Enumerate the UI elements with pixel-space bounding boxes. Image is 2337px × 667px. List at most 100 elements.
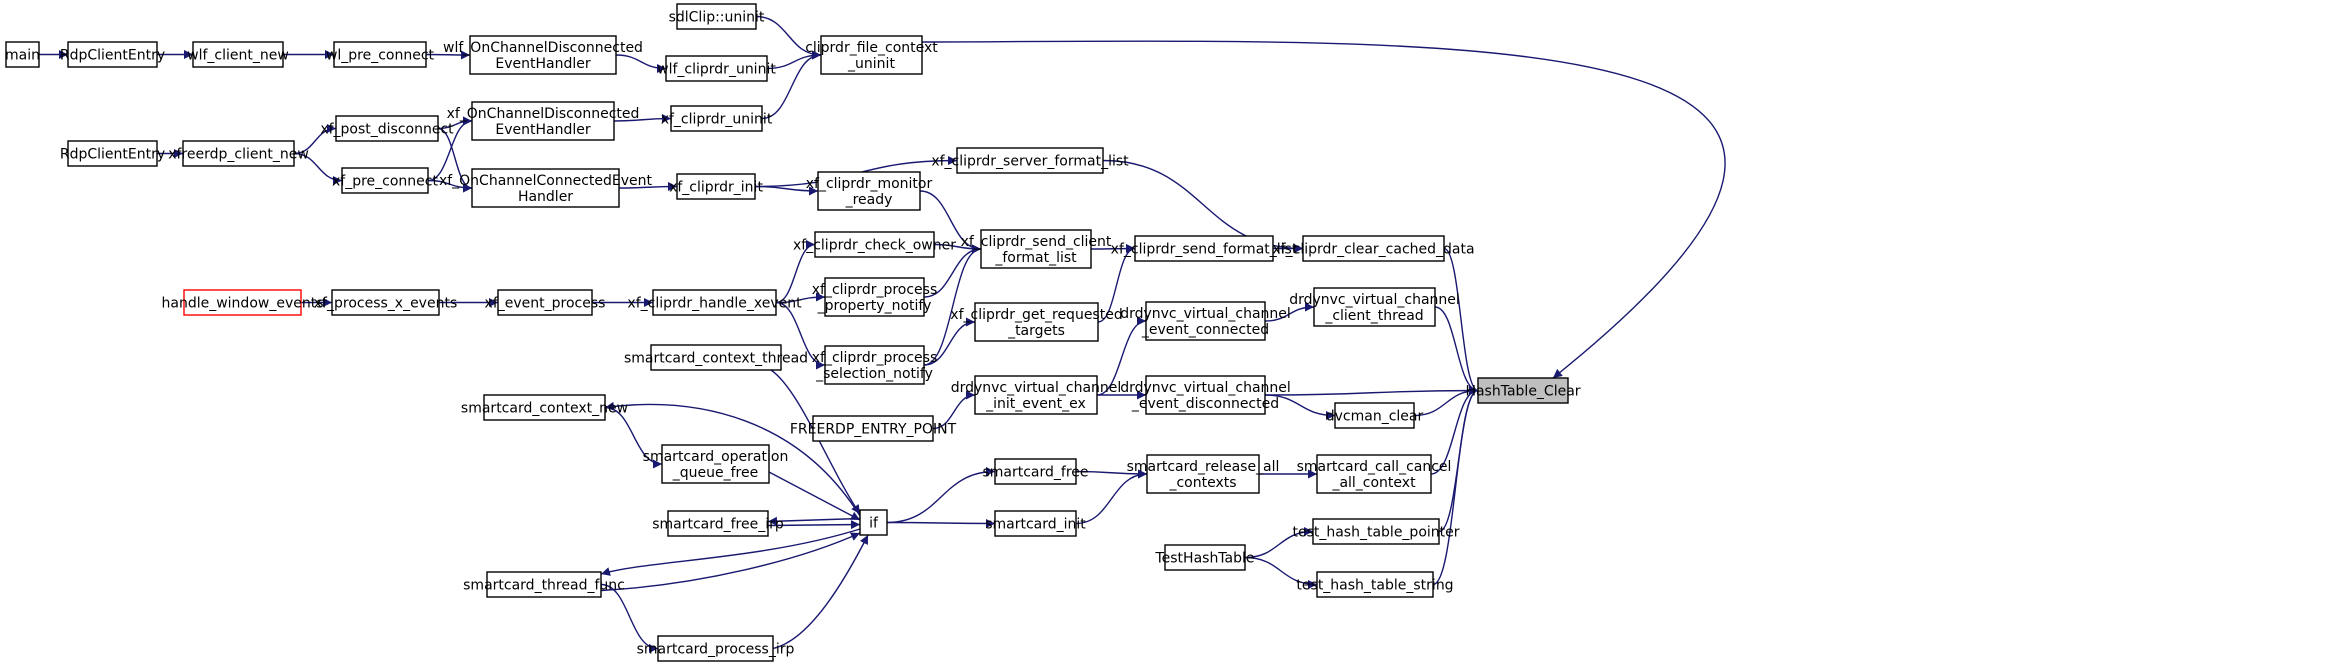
- node-if[interactable]: if: [859, 509, 888, 536]
- node-hashtable-clear[interactable]: HashTable_Clear: [1465, 377, 1581, 404]
- node-smartcard-init[interactable]: smartcard_init: [985, 510, 1086, 537]
- node-xf-pre-connect[interactable]: xf_pre_connect: [332, 167, 438, 194]
- node-rdpcliententry-2[interactable]: RdpClientEntry: [60, 140, 165, 167]
- node-test-hash-table-pointer[interactable]: test_hash_table_pointer: [1292, 518, 1460, 545]
- node-smartcard-context-new[interactable]: smartcard_context_new: [461, 394, 628, 421]
- node-box: [650, 344, 782, 371]
- node-label: wlf_cliprdr_uninit: [657, 62, 776, 78]
- node-box: [5, 41, 40, 68]
- node-label: FREERDP_ENTRY_POINT: [790, 422, 957, 438]
- node-box: [657, 635, 774, 662]
- edge-wl_pre_connect-to-wlf_OnChannelDisconnectedEventHandler: [425, 50, 471, 60]
- node-box: [1145, 375, 1266, 415]
- node-label: handle_window_events: [162, 296, 324, 312]
- node-wlf-client-new[interactable]: wlf_client_new: [187, 41, 289, 68]
- edge-smartcard_operation_queue_free-to-if: [768, 471, 861, 521]
- node-label: xf_event_process: [485, 296, 606, 312]
- node-drdynvc-virtual-channel-event-connected[interactable]: drdynvc_virtual_channel_event_connected: [1120, 301, 1291, 341]
- node-box: [814, 231, 935, 258]
- node-xf-process-x-events[interactable]: xf_process_x_events: [314, 289, 457, 316]
- node-label: drdynvc_virtual_channel: [1120, 380, 1291, 396]
- node-testhashtable[interactable]: TestHashTable: [1154, 544, 1255, 571]
- node-main[interactable]: main: [5, 41, 40, 68]
- node-label: smartcard_init: [985, 517, 1086, 533]
- node-label: xf_post_disconnect: [320, 122, 454, 138]
- node-smartcard-context-thread[interactable]: smartcard_context_thread: [624, 344, 808, 371]
- node-label: _property_notify: [817, 298, 932, 314]
- node-smartcard-free-irp[interactable]: smartcard_free_irp: [652, 510, 784, 537]
- node-smartcard-free[interactable]: smartcard_free: [982, 458, 1089, 485]
- node-xf-cliprdr-init[interactable]: xf_cliprdr_init: [669, 173, 763, 200]
- edge-FREERDP_ENTRY_POINT-to-drdynvc_virtual_channel_init_event_ex: [932, 390, 976, 430]
- node-xf-post-disconnect[interactable]: xf_post_disconnect: [320, 115, 454, 142]
- edge-arrow: [921, 40, 1726, 379]
- node-label: RdpClientEntry: [60, 147, 165, 163]
- node-box: [661, 444, 770, 484]
- node-test-hash-table-string[interactable]: test_hash_table_string: [1296, 571, 1454, 598]
- node-handle-window-events[interactable]: handle_window_events: [162, 289, 324, 316]
- node-box: [1134, 235, 1274, 262]
- node-freerdp-entry-point[interactable]: FREERDP_ENTRY_POINT: [790, 415, 957, 442]
- node-xf-cliprdr-clear-cached-data[interactable]: xf_cliprdr_clear_cached_data: [1272, 235, 1475, 262]
- edge-xf_cliprdr_handle_xevent-to-xf_cliprdr_check_owner: [775, 240, 816, 304]
- node-label: xf_cliprdr_process: [812, 282, 938, 298]
- node-xf-cliprdr-check-owner[interactable]: xf_cliprdr_check_owner: [793, 231, 956, 258]
- node-smartcard-call-cancel-all-context[interactable]: smartcard_call_cancel_all_context: [1297, 454, 1452, 494]
- node-rdpcliententry-1[interactable]: RdpClientEntry: [60, 41, 165, 68]
- node-drdynvc-virtual-channel-event-disconnected[interactable]: drdynvc_virtual_channel_event_disconnect…: [1120, 375, 1291, 415]
- edge-xf_cliprdr_handle_xevent-to-xf_cliprdr_process_property_notify: [775, 292, 826, 304]
- node-label: drdynvc_virtual_channel: [1289, 292, 1460, 308]
- node-label: _targets: [1007, 323, 1065, 339]
- node-box: [820, 35, 923, 75]
- node-label: wl_pre_connect: [326, 48, 435, 64]
- node-smartcard-operation-queue-free[interactable]: smartcard_operation_queue_free: [643, 444, 789, 484]
- node-box: [824, 345, 925, 385]
- edge-test_hash_table_string-to-HashTable_Clear: [1432, 386, 1479, 586]
- node-xf-cliprdr-server-format-list[interactable]: xf_cliprdr_server_format_list: [931, 147, 1129, 174]
- node-box: [1164, 544, 1246, 571]
- edge-xf_OnChannelDisconnectedEventHandler-to-xf_cliprdr_uninit: [613, 114, 672, 124]
- node-label: cliprdr_file_context: [805, 40, 938, 56]
- node-label: xf_cliprdr_uninit: [661, 112, 773, 128]
- node-smartcard-release-all-contexts[interactable]: smartcard_release_all_contexts: [1127, 454, 1280, 494]
- node-label: smartcard_context_new: [461, 401, 628, 417]
- edge-arrow: [767, 520, 861, 530]
- edge-xf_cliprdr_init-to-xf_cliprdr_monitor_ready: [754, 185, 819, 196]
- node-xf-cliprdr-process-selection-notify[interactable]: xf_cliprdr_process_selection_notify: [812, 345, 938, 385]
- node-xf-event-process[interactable]: xf_event_process: [485, 289, 606, 316]
- node-xf-cliprdr-send-client-format-list[interactable]: xf_cliprdr_send_client_format_list: [961, 229, 1112, 269]
- edge-if-to-smartcard_init: [886, 518, 996, 528]
- node-xf-cliprdr-monitor-ready[interactable]: xf_cliprdr_monitor_ready: [806, 171, 933, 211]
- edge-sdlClip_uninit-to-cliprdr_file_context_uninit: [755, 15, 822, 60]
- node-sdlclip-uninit[interactable]: sdlClip::uninit: [669, 3, 765, 30]
- node-cliprdr-file-context-uninit[interactable]: cliprdr_file_context_uninit: [805, 35, 938, 75]
- node-label: xf_pre_connect: [332, 174, 438, 190]
- node-xfreerdp-client-new[interactable]: xfreerdp_client_new: [168, 140, 309, 167]
- node-xf-cliprdr-send-format-list[interactable]: xf_cliprdr_send_format_list: [1111, 235, 1298, 262]
- edge-xf_cliprdr_clear_cached_data-to-HashTable_Clear: [1443, 247, 1479, 395]
- node-dvcman-clear[interactable]: dvcman_clear: [1326, 402, 1424, 429]
- node-box: [333, 41, 427, 68]
- node-box: [812, 415, 934, 442]
- node-drdynvc-virtual-channel-init-event-ex[interactable]: drdynvc_virtual_channel_init_event_ex: [951, 375, 1122, 415]
- edge-arrow: [600, 532, 861, 592]
- edge-arrow: [775, 240, 816, 304]
- node-label: xf_cliprdr_monitor: [806, 176, 933, 192]
- node-xf-cliprdr-uninit[interactable]: xf_cliprdr_uninit: [661, 105, 773, 132]
- node-box: [67, 140, 158, 167]
- node-wlf-cliprdr-uninit[interactable]: wlf_cliprdr_uninit: [657, 55, 776, 82]
- edge-TestHashTable-to-test_hash_table_pointer: [1244, 527, 1314, 559]
- node-wl-pre-connect[interactable]: wl_pre_connect: [326, 41, 435, 68]
- edge-arrow: [886, 467, 996, 524]
- node-box: [670, 105, 763, 132]
- node-xf-cliprdr-get-requested-targets[interactable]: xf_cliprdr_get_requested_targets: [950, 302, 1123, 342]
- node-drdynvc-virtual-channel-client-thread[interactable]: drdynvc_virtual_channel_client_thread: [1289, 287, 1460, 327]
- node-smartcard-thread-func[interactable]: smartcard_thread_func: [463, 571, 625, 598]
- edge-arrow: [1443, 247, 1479, 395]
- node-xf-cliprdr-process-property-notify[interactable]: xf_cliprdr_process_property_notify: [812, 277, 938, 317]
- node-xf-cliprdr-handle-xevent[interactable]: xf_cliprdr_handle_xevent: [627, 289, 802, 316]
- node-smartcard-process-irp[interactable]: smartcard_process_irp: [637, 635, 795, 662]
